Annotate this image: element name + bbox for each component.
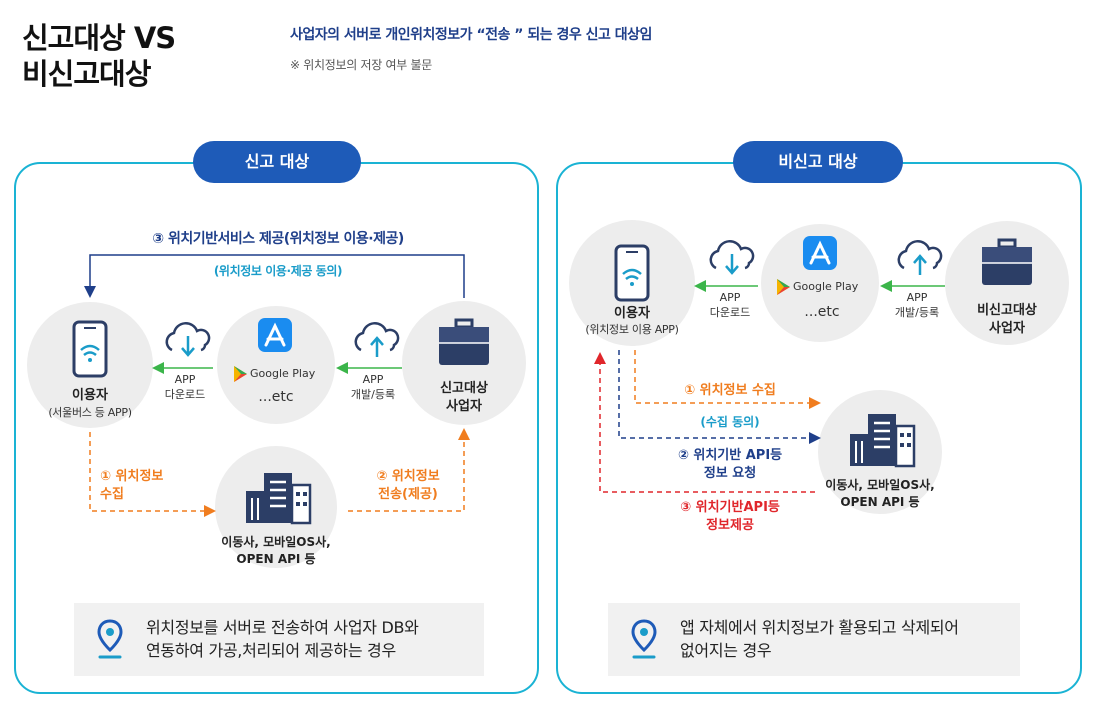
telco-label: 이동사, 모바일OS사, OPEN API 등	[196, 534, 356, 568]
dev-label: APP 개발/등록	[340, 372, 406, 402]
step2-line-2: 전송(제공)	[378, 487, 438, 502]
store-play-label: Google Play	[250, 367, 316, 380]
step3-right-line-1: ③ 위치기반API등	[680, 500, 780, 515]
location-pin-icon	[97, 619, 123, 659]
page-title: 신고대상 VS 비신고대상	[22, 20, 176, 92]
summary-text: 위치정보를 서버로 전송하여 사업자 DB와 연동하여 가공,처리되어 제공하는…	[146, 616, 419, 662]
provider-line-1: 신고대상	[440, 381, 488, 396]
building-icon-right	[850, 414, 916, 468]
telco-right-line-1: 이동사, 모바일OS사,	[825, 478, 935, 492]
telco-line-1: 이동사, 모바일OS사,	[221, 535, 331, 549]
app-store-icon-right	[803, 236, 837, 270]
user-subtitle: (서울버스 등 APP)	[48, 406, 132, 419]
telco-right-line-2: OPEN API 등	[840, 495, 920, 509]
cloud-upload-icon-right	[897, 240, 943, 275]
store-etc-label-right: ...etc	[804, 304, 840, 320]
summary-box-report: 위치정보를 서버로 전송하여 사업자 DB와 연동하여 가공,처리되어 제공하는…	[74, 603, 484, 676]
summary-right-line-2: 없어지는 경우	[680, 641, 772, 660]
step3-right-line-2: 정보제공	[706, 518, 754, 533]
service-title: ③ 위치기반서비스 제공(위치정보 이용·제공)	[152, 231, 404, 247]
google-play-icon-right	[777, 279, 790, 295]
summary-line-1: 위치정보를 서버로 전송하여 사업자 DB와	[146, 618, 419, 637]
title-line-2: 비신고대상	[22, 57, 151, 91]
building-icon	[246, 473, 312, 525]
step1-line-1: ① 위치정보	[100, 469, 164, 484]
provider-right-line-1: 비신고대상	[977, 303, 1037, 318]
tab-report-target: 신고 대상	[193, 141, 361, 183]
step3-label-right: ③ 위치기반API등 정보제공	[645, 499, 815, 535]
download-label-right: APP 다운로드	[700, 290, 760, 320]
phone-icon-right	[614, 244, 650, 302]
step1-line-2: 수집	[100, 487, 124, 502]
location-pin-icon-right	[631, 619, 657, 659]
dev-right-line-1: APP	[906, 291, 928, 304]
download-right-line-2: 다운로드	[709, 306, 751, 319]
collect-arrow-right	[634, 350, 821, 409]
note: ※ 위치정보의 저장 여부 불문	[290, 58, 432, 72]
briefcase-icon-right	[982, 238, 1032, 285]
step2-right-line-2: 정보 요청	[703, 466, 757, 481]
cloud-download-icon-right	[709, 240, 755, 275]
headline: 사업자의 서버로 개인위치정보가 “전송 ” 되는 경우 신고 대상임	[290, 27, 652, 43]
dev-line-2: 개발/등록	[350, 388, 396, 401]
tab-non-report-target: 비신고 대상	[733, 141, 903, 183]
summary-line-2: 연동하여 가공,처리되어 제공하는 경우	[146, 641, 396, 660]
dev-label-right: APP 개발/등록	[884, 290, 950, 320]
store-circle-right	[761, 224, 879, 342]
cloud-upload-icon	[354, 322, 400, 357]
briefcase-icon	[439, 318, 489, 365]
provider-right-line-2: 사업자	[989, 321, 1025, 336]
user-title-right: 이용자	[614, 306, 650, 321]
telco-line-2: OPEN API 등	[236, 552, 316, 566]
step2-label-right: ② 위치기반 API등 정보 요청	[645, 447, 815, 483]
store-etc-label: ...etc	[258, 389, 294, 405]
phone-icon	[72, 320, 108, 378]
provider-label-right: 비신고대상 사업자	[957, 302, 1057, 338]
download-right-line-1: APP	[719, 291, 741, 304]
step2-label: ② 위치정보 전송(제공)	[358, 468, 458, 504]
api-request-arrow	[618, 350, 821, 444]
download-line-1: APP	[174, 373, 196, 386]
summary-text-right: 앱 자체에서 위치정보가 활용되고 삭제되어 없어지는 경우	[680, 616, 959, 662]
user-subtitle-right: (위치정보 이용 APP)	[585, 323, 679, 336]
step1-label: ① 위치정보 수집	[100, 468, 190, 504]
telco-label-right: 이동사, 모바일OS사, OPEN API 등	[800, 477, 960, 511]
summary-right-line-1: 앱 자체에서 위치정보가 활용되고 삭제되어	[680, 618, 959, 637]
provider-label: 신고대상 사업자	[414, 380, 514, 416]
download-line-2: 다운로드	[164, 388, 206, 401]
step2-line-1: ② 위치정보	[376, 469, 440, 484]
summary-box-non-report: 앱 자체에서 위치정보가 활용되고 삭제되어 없어지는 경우	[608, 603, 1020, 676]
download-label: APP 다운로드	[155, 372, 215, 402]
send-arrow	[348, 428, 470, 512]
step2-right-line-1: ② 위치기반 API등	[677, 448, 783, 463]
title-line-1: 신고대상 VS	[22, 21, 176, 55]
cloud-download-icon	[165, 322, 211, 357]
store-play-label-right: Google Play	[793, 280, 859, 293]
dev-line-1: APP	[362, 373, 384, 386]
step1-consent-right: (수집 동의)	[700, 415, 760, 429]
step1-label-right: ① 위치정보 수집	[684, 383, 776, 398]
dev-right-line-2: 개발/등록	[894, 306, 940, 319]
google-play-icon	[234, 366, 247, 382]
store-circle	[217, 306, 335, 424]
user-title: 이용자	[72, 388, 108, 403]
provider-line-2: 사업자	[446, 399, 482, 414]
service-arrow	[84, 254, 465, 298]
app-store-icon	[258, 318, 292, 352]
service-consent: (위치정보 이용·제공 동의)	[213, 264, 343, 278]
